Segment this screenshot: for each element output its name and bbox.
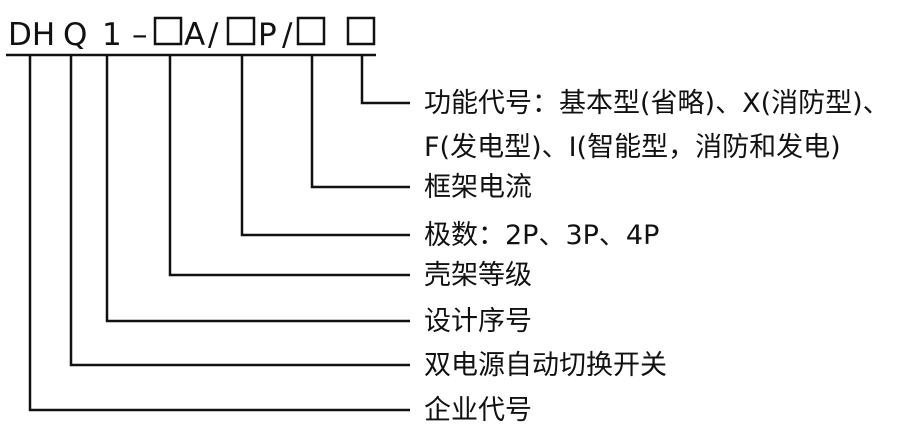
field-labels: 功能代号：基本型(省略)、X(消防型)、 F(发电型)、I(智能型，消防和发电)…	[424, 88, 890, 426]
code-type-letter: Q	[63, 17, 87, 53]
code-design-no: 1	[102, 17, 122, 53]
model-code-row: DH Q 1 – A / P /	[6, 16, 376, 57]
leader-function	[360, 55, 410, 105]
code-company: DH	[8, 17, 55, 53]
frame-current-box	[296, 16, 326, 46]
label-frame-grade: 壳架等级	[424, 260, 532, 291]
leader-frame-grade	[168, 55, 410, 277]
poles-box	[226, 16, 256, 46]
code-poles-unit: P	[258, 17, 277, 53]
label-product-type: 双电源自动切换开关	[424, 350, 667, 381]
label-poles: 极数：2P、3P、4P	[424, 220, 659, 251]
label-function-cont: F(发电型)、I(智能型，消防和发电)	[424, 132, 841, 163]
code-current-unit: A	[184, 17, 205, 53]
leader-design-no	[105, 55, 410, 323]
label-frame-current: 框架电流	[424, 172, 532, 203]
leader-product-type	[69, 55, 410, 367]
label-company-code: 企业代号	[424, 395, 532, 426]
code-dash: –	[132, 17, 148, 53]
label-function: 功能代号：基本型(省略)、X(消防型)、	[424, 88, 890, 119]
leader-frame-current	[310, 55, 410, 189]
leader-lines	[28, 55, 410, 412]
function-box	[346, 16, 376, 46]
code-slash-1: /	[208, 17, 219, 53]
leader-poles	[240, 55, 410, 237]
frame-grade-box	[153, 16, 183, 46]
leader-company-code	[28, 55, 410, 412]
label-design-no: 设计序号	[424, 306, 532, 337]
code-slash-2: /	[282, 17, 293, 53]
